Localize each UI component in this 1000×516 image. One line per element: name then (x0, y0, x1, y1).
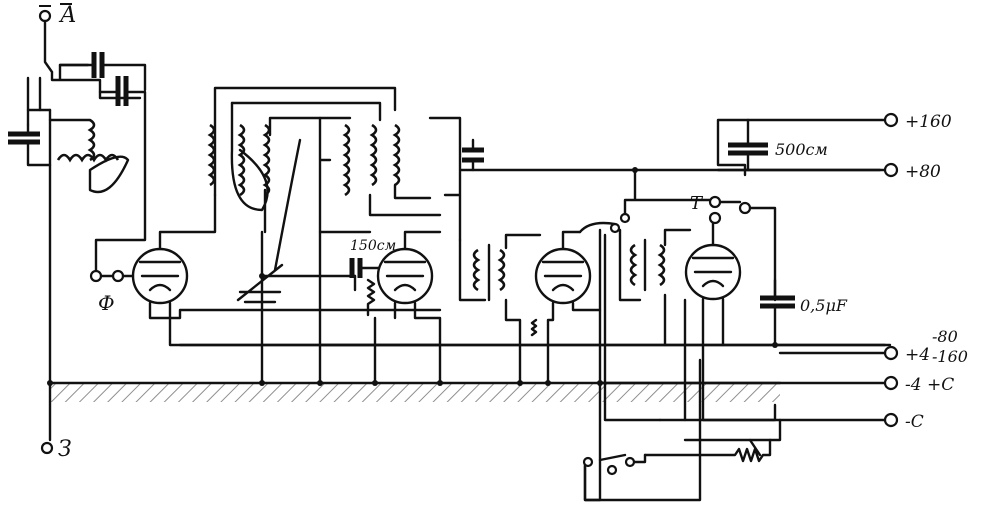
terminal-minus-4 (883, 375, 899, 391)
terminal-label-minus-160: -160 (932, 347, 968, 366)
ground-terminal (40, 441, 54, 455)
junction-dots (259, 273, 778, 386)
audio-transformer-2-primary (629, 243, 638, 287)
terminal-label-plus-160: +160 (905, 112, 952, 132)
label-05uF: 0,5μF (800, 296, 848, 315)
terminal-label-plus-4: +4 (905, 345, 930, 365)
terminal-label-minus-80: -80 (932, 327, 958, 346)
label-ground: З (58, 437, 72, 462)
variable-capacitor (236, 263, 284, 304)
ground-bus-hatch (50, 382, 780, 402)
antenna-switch-wires (38, 19, 142, 112)
label-500cm: 500см (775, 140, 828, 159)
antenna-terminal (38, 9, 52, 23)
terminal-plus-160 (883, 112, 899, 128)
terminal-label-plus-80: +80 (905, 162, 941, 182)
label-phi: Ф (98, 291, 115, 315)
bias-rheostat (643, 438, 772, 463)
audio-transformer-1-primary (472, 248, 481, 292)
terminal-label-minus-4-plus-c: -4 +C (905, 375, 954, 395)
coupler-coil-1 (207, 123, 216, 187)
t-terminal-2 (708, 211, 722, 225)
terminal-plus-80 (883, 162, 899, 178)
coupler-coil-4 (342, 123, 351, 197)
label-antenna: А (58, 3, 77, 28)
audio-transformer-2-secondary (657, 243, 666, 287)
t-terminal-1 (708, 195, 722, 209)
terminal-minus-c (883, 412, 899, 428)
label-150cm: 150см (350, 238, 396, 254)
aerial-coil (56, 153, 120, 163)
terminal-plus-4 (883, 345, 899, 361)
terminal-label-minus-c: -C (905, 412, 924, 432)
plus-80-bus (428, 116, 882, 242)
label-t: Т (690, 193, 704, 214)
filament-rheostat-1 (530, 230, 602, 385)
coupler-coil-5 (369, 123, 378, 187)
coupler-coil-2 (237, 123, 246, 197)
coupler-coil-6 (392, 123, 401, 187)
audio-transformer-1-secondary (497, 248, 506, 292)
variometer-coil (87, 118, 96, 162)
